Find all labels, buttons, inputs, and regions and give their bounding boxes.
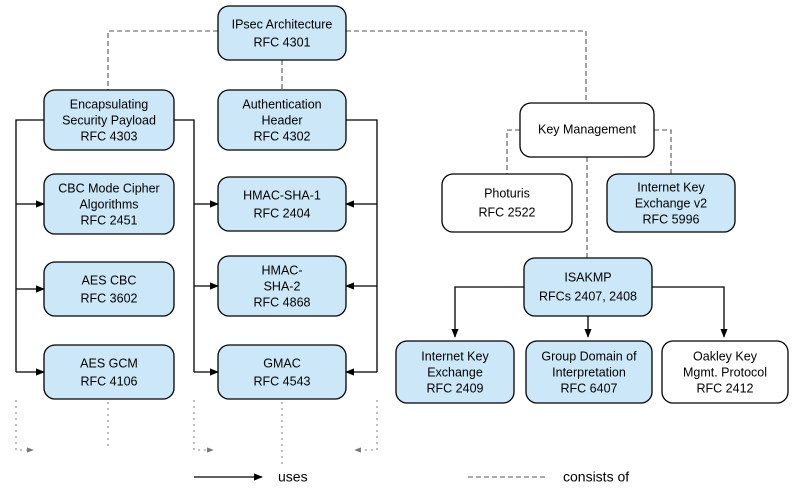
node-encapsulating-security-payload-box[interactable] — [43, 89, 175, 151]
node-cbc-line-2: RFC 2451 — [81, 213, 138, 227]
legend-uses-label: uses — [278, 469, 308, 485]
node-isakmp-line-0: ISAKMP — [564, 270, 611, 284]
node-internet-key-exchange-v2-box[interactable] — [606, 173, 736, 233]
node-hmacsha1-line-0: HMAC-SHA-1 — [243, 188, 321, 202]
node-esp-line-1: Security Payload — [62, 113, 156, 127]
edge-isakmp-to-ike — [451, 286, 524, 338]
node-gmac-line-1: RFC 4543 — [254, 374, 311, 388]
legend-consists-of-label: consists of — [563, 469, 629, 485]
node-ike-line-1: Exchange — [427, 365, 483, 379]
node-hmac-sha-1-box[interactable] — [217, 176, 347, 232]
node-hmac-sha-2[interactable]: HMAC- SHA-2 RFC 4868 — [217, 255, 347, 317]
node-ikev2-line-2: RFC 5996 — [643, 212, 700, 226]
node-keymgmt-line-0: Key Management — [538, 122, 637, 136]
edge-esp-right-bus — [174, 119, 195, 372]
node-internet-key-exchange[interactable]: Internet Key Exchange RFC 2409 — [395, 340, 515, 404]
node-hmacsha2-line-2: RFC 4868 — [254, 295, 311, 309]
node-ipsec-architecture[interactable]: IPsec Architecture RFC 4301 — [217, 5, 347, 61]
node-aesgcm-line-1: RFC 4106 — [81, 374, 138, 388]
node-isakmp[interactable]: ISAKMP RFCs 2407, 2408 — [523, 257, 653, 317]
node-ah-line-1: Header — [262, 113, 303, 127]
node-gmac[interactable]: GMAC RFC 4543 — [217, 344, 347, 400]
node-esp-line-2: RFC 4303 — [81, 129, 138, 143]
node-gdoi-line-2: RFC 6407 — [561, 381, 618, 395]
edge-ipsec-to-esp — [107, 30, 218, 90]
node-ah-line-2: RFC 4302 — [254, 129, 311, 143]
truncated-connectors — [15, 400, 378, 465]
node-ipsec-architecture-box[interactable] — [217, 5, 347, 61]
node-oakley-key-mgmt-protocol[interactable]: Oakley Key Mgmt. Protocol RFC 2412 — [661, 340, 789, 404]
node-ikev2-line-0: Internet Key — [637, 180, 705, 194]
node-aes-gcm[interactable]: AES GCM RFC 4106 — [43, 344, 175, 400]
node-oakley-line-0: Oakley Key — [693, 349, 758, 363]
node-aes-gcm-box[interactable] — [43, 344, 175, 400]
node-photuris-box[interactable] — [441, 173, 573, 233]
edge-ah-right-bus — [346, 119, 378, 372]
node-authentication-header[interactable]: Authentication Header RFC 4302 — [217, 89, 347, 151]
edge-truncated-left — [15, 400, 34, 453]
node-aesgcm-line-0: AES GCM — [80, 356, 138, 370]
node-key-management[interactable]: Key Management — [519, 102, 655, 158]
node-isakmp-box[interactable] — [523, 257, 653, 317]
edge-isakmp-to-oakley — [652, 286, 728, 338]
node-oakley-line-2: RFC 2412 — [697, 381, 754, 395]
node-cbc-line-1: Algorithms — [79, 197, 138, 211]
edge-truncated-middle — [193, 400, 214, 453]
edge-keymgmt-to-photuris — [506, 129, 520, 174]
uses-edges — [15, 119, 728, 376]
node-ikev2-line-1: Exchange v2 — [635, 196, 707, 210]
node-cbc-line-0: CBC Mode Cipher — [58, 181, 159, 195]
node-group-domain-of-interpretation-box[interactable] — [525, 340, 653, 404]
edge-keymgmt-to-ikev2 — [654, 129, 672, 174]
node-aes-cbc-box[interactable] — [43, 261, 175, 317]
legend: uses consists of — [194, 469, 629, 485]
node-oakley-key-mgmt-protocol-box[interactable] — [661, 340, 789, 404]
node-hmac-sha-1[interactable]: HMAC-SHA-1 RFC 2404 — [217, 176, 347, 232]
node-authentication-header-box[interactable] — [217, 89, 347, 151]
node-isakmp-line-1: RFCs 2407, 2408 — [539, 289, 637, 303]
node-aescbc-line-0: AES CBC — [82, 273, 137, 287]
node-photuris[interactable]: Photuris RFC 2522 — [441, 173, 573, 233]
node-esp-line-0: Encapsulating — [70, 97, 149, 111]
node-ipsec-architecture-line-0: IPsec Architecture — [232, 17, 333, 31]
node-group-domain-of-interpretation[interactable]: Group Domain of Interpretation RFC 6407 — [525, 340, 653, 404]
node-oakley-line-1: Mgmt. Protocol — [683, 365, 767, 379]
node-cbc-mode-cipher-algorithms[interactable]: CBC Mode Cipher Algorithms RFC 2451 — [43, 173, 175, 235]
node-ah-line-0: Authentication — [242, 97, 321, 111]
node-gdoi-line-1: Interpretation — [552, 365, 626, 379]
edge-truncated-right — [354, 400, 378, 453]
node-aescbc-line-1: RFC 3602 — [81, 291, 138, 305]
node-hmacsha2-line-1: SHA-2 — [264, 279, 301, 293]
node-key-management-box[interactable] — [519, 102, 655, 158]
edge-esp-left-bus — [15, 119, 44, 372]
node-photuris-line-1: RFC 2522 — [479, 205, 536, 219]
node-photuris-line-0: Photuris — [484, 186, 530, 200]
node-hmac-sha-2-box[interactable] — [217, 255, 347, 317]
edge-ipsec-to-keymgmt — [346, 30, 587, 103]
node-gmac-box[interactable] — [217, 344, 347, 400]
node-aes-cbc[interactable]: AES CBC RFC 3602 — [43, 261, 175, 317]
node-hmacsha2-line-0: HMAC- — [262, 263, 303, 277]
node-gmac-line-0: GMAC — [263, 356, 301, 370]
node-internet-key-exchange-v2[interactable]: Internet Key Exchange v2 RFC 5996 — [606, 173, 736, 233]
node-ike-line-2: RFC 2409 — [427, 381, 484, 395]
node-hmacsha1-line-1: RFC 2404 — [254, 206, 311, 220]
node-internet-key-exchange-box[interactable] — [395, 340, 515, 404]
node-ike-line-0: Internet Key — [421, 349, 489, 363]
consists-of-edges — [107, 30, 672, 258]
node-cbc-mode-cipher-algorithms-box[interactable] — [43, 173, 175, 235]
node-gdoi-line-0: Group Domain of — [541, 349, 637, 363]
node-ipsec-architecture-line-1: RFC 4301 — [254, 35, 311, 49]
node-encapsulating-security-payload[interactable]: Encapsulating Security Payload RFC 4303 — [43, 89, 175, 151]
